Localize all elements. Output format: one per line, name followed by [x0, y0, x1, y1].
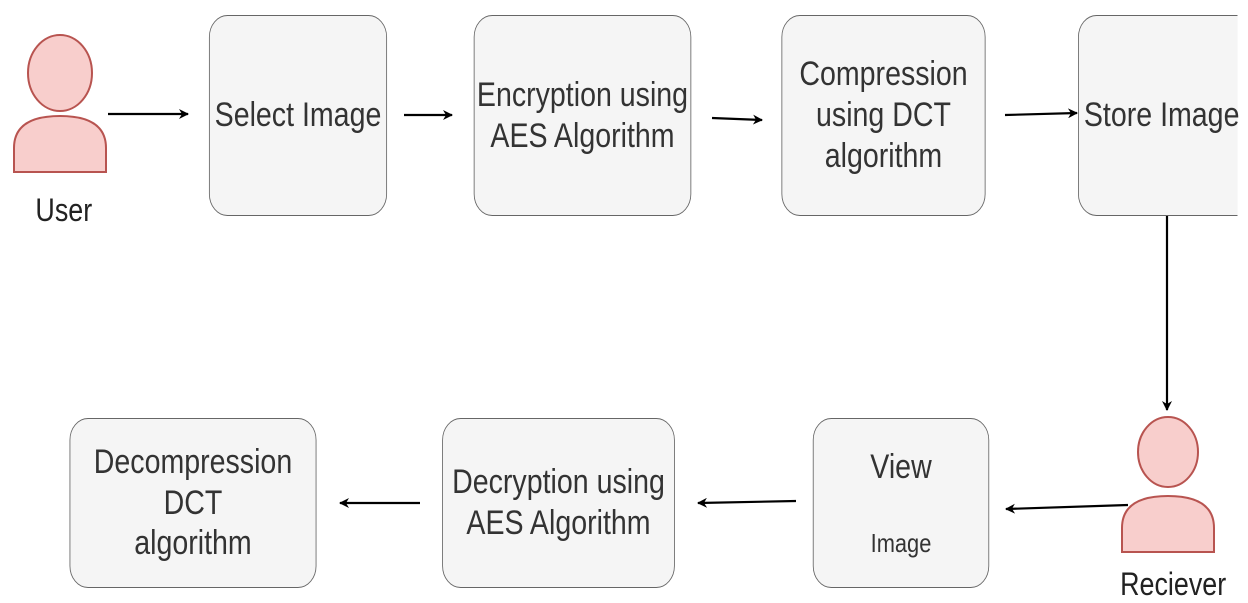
store-image-box: Store Image [1078, 15, 1240, 216]
compression-text: Compression using DCT algorithm [799, 55, 968, 175]
view-image-line1: View [870, 447, 932, 486]
encryption-box: Encryption using AES Algorithm [473, 15, 692, 216]
arrow-encrypt-to-compress [711, 114, 763, 125]
user-label: User [35, 192, 93, 228]
arrow-receiver-to-view [1005, 503, 1129, 514]
select-image-box: Select Image [208, 15, 388, 216]
decompression-box: Decompression DCT algorithm [69, 418, 317, 588]
decryption-text: Decryption using AES Algorithm [452, 463, 665, 542]
decompression-text: Decompression DCT algorithm [93, 442, 293, 563]
view-image-box: View Image [812, 418, 990, 588]
arrow-view-to-decrypt [697, 497, 797, 508]
view-image-line2: Image [870, 528, 932, 559]
store-image-text: Store Image [1083, 96, 1240, 135]
receiver-label: Reciever [1120, 566, 1227, 602]
receiver-person-icon [1121, 416, 1215, 553]
decryption-box: Decryption using AES Algorithm [442, 418, 675, 588]
user-person-icon [13, 34, 107, 173]
view-image-text: View Image [870, 406, 931, 600]
encryption-text: Encryption using AES Algorithm [476, 75, 689, 155]
select-image-text: Select Image [214, 96, 382, 135]
compression-box: Compression using DCT algorithm [781, 15, 986, 216]
arrow-compress-to-store [1004, 108, 1078, 119]
